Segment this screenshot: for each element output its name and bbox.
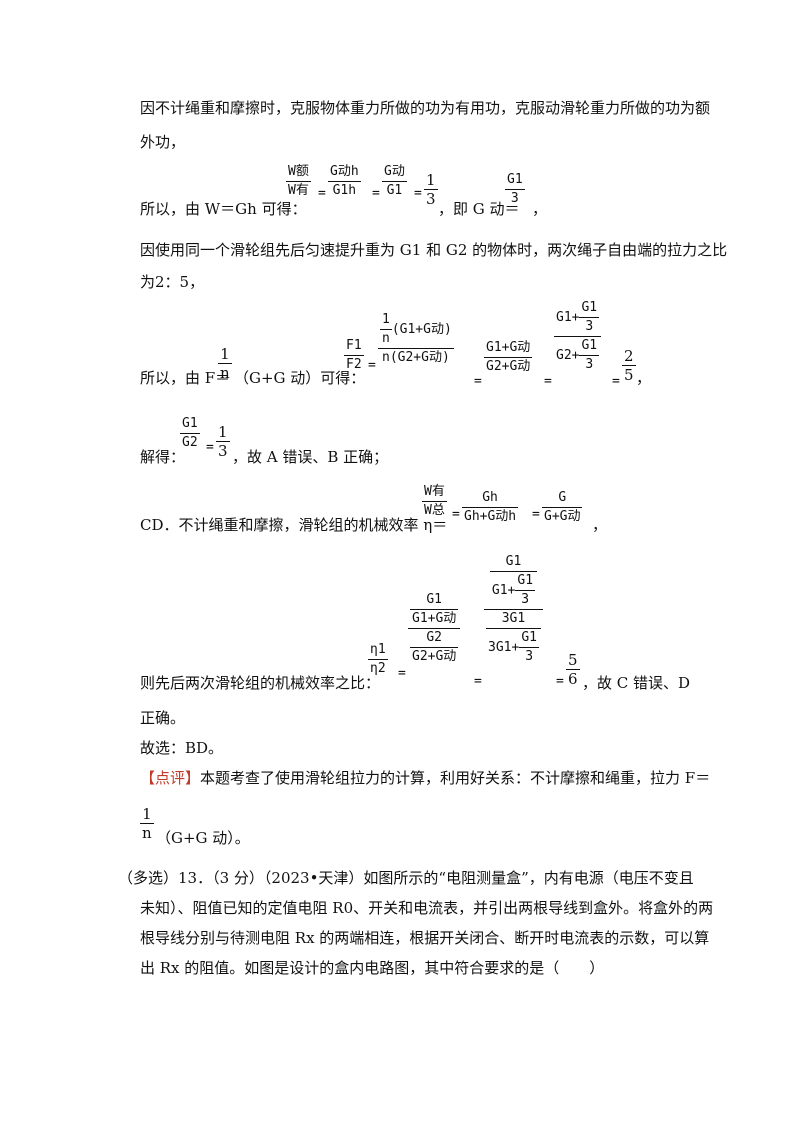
answer-line: 故选：BD。 [140,739,224,757]
comment-line: 【点评】本题考查了使用滑轮组拉力的计算，利用好关系：不计摩擦和绳重，拉力 F＝ [140,769,711,787]
text-prefix: CD．不计绳重和摩擦，滑轮组的机械效率 η＝ [140,516,448,534]
question-line: 未知）、阻值已知的定值电阻 R0、开关和电流表，并引出两根导线到盒外。将盒外的两 [140,899,714,917]
text-prefix: 解得： [140,448,186,466]
text-prefix: 所以，由 W＝Gh 可得： [140,200,307,218]
text-line: 为2：5， [140,273,205,291]
question-line: （多选）13．（3 分）（2023•天津）如图所示的“电阻测量盒”，内有电源（电… [118,869,694,887]
text-prefix: 所以，由 F＝ [140,369,231,387]
question-line: 出 Rx 的阻值。如图是设计的盒内电路图，其中符合要求的是（ ） [140,959,605,977]
text-mid: ，即 G 动＝ [438,200,520,218]
text-prefix: 则先后两次滑轮组的机械效率之比： [140,674,381,692]
text-line: 因使用同一个滑轮组先后匀速提升重为 G1 和 G2 的物体时，两次绳子自由端的拉… [140,241,728,259]
text-line: 正确。 [140,709,186,727]
question-line: 根导线分别与待测电阻 Rx 的两端相连，根据开关闭合、断开时电流表的示数，可以算 [140,929,710,947]
comment-tag: 【点评】 [140,769,201,787]
text-line: 因不计绳重和摩擦时，克服物体重力所做的功为有用功，克服动滑轮重力所做的功为额 [140,99,711,117]
text-line: 外功， [140,133,186,151]
